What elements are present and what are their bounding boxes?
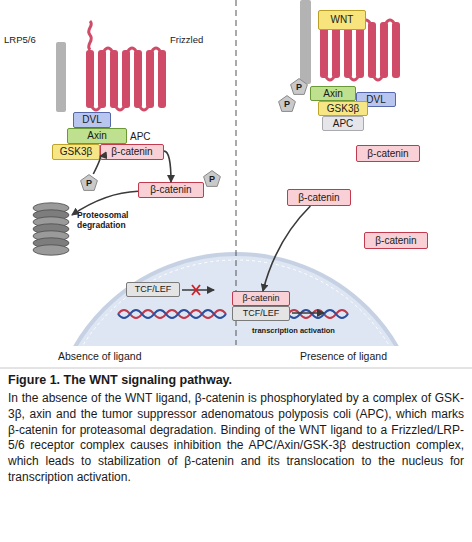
wnt-ligand: WNT <box>318 10 366 30</box>
panel-label: Absence of ligand <box>58 350 141 362</box>
tcf-lef-box: TCF/LEF <box>126 282 180 297</box>
frizzled-loops <box>89 21 160 110</box>
arrow-connector <box>72 191 138 215</box>
figure-title: Figure 1. The WNT signaling pathway. <box>8 373 464 387</box>
node-label: WNT <box>331 15 354 25</box>
gsk3b-protein: GSK3β <box>52 144 100 160</box>
beta-catenin-box: β-catenin <box>287 189 351 206</box>
panel-label: Presence of ligand <box>300 350 387 362</box>
frizzled-receptor <box>86 50 166 108</box>
beta-catenin-box: β-catenin <box>232 291 290 306</box>
node-label: GSK3β <box>60 147 92 157</box>
arrow-connector <box>263 206 311 291</box>
node-label: β-catenin <box>367 149 408 159</box>
node-label: β-catenin <box>150 185 191 195</box>
phosphate-pentagon: P <box>278 95 296 112</box>
node-label: P <box>296 83 302 92</box>
node-label: β-catenin <box>375 236 416 246</box>
node-label: TCF/LEF <box>243 309 280 318</box>
node-label: APC <box>333 119 354 129</box>
phosphate-pentagon: P <box>80 174 98 191</box>
node-label: DVL <box>366 95 385 105</box>
beta-catenin-box: β-catenin <box>138 182 204 198</box>
phosphate-pentagon: P <box>203 170 221 187</box>
gsk3b-protein: GSK3β <box>318 101 368 116</box>
node-label: Axin <box>87 131 106 141</box>
proteasome: Proteosomal degradation <box>30 202 72 256</box>
beta-catenin-box: β-catenin <box>100 144 164 160</box>
block-mark <box>192 285 200 295</box>
node-label: P <box>86 179 92 188</box>
apc-protein: APC <box>322 116 364 131</box>
phosphate-pentagon: P <box>290 78 308 95</box>
protein-label: APC <box>130 131 151 142</box>
node-label: P <box>209 175 215 184</box>
node-label: P <box>284 100 290 109</box>
node-label: DVL <box>82 115 101 125</box>
frizzled-receptor <box>320 22 400 78</box>
process-label: transcription activation <box>252 326 335 335</box>
node-label: Axin <box>323 89 342 99</box>
node-label: β-catenin <box>111 147 152 157</box>
beta-catenin-box: β-catenin <box>364 232 428 249</box>
separator-line <box>0 368 472 369</box>
node-label: β-catenin <box>242 294 279 303</box>
arrow-connector <box>93 156 100 174</box>
receptor-label: LRP5/6 <box>4 34 36 45</box>
node-label: β-catenin <box>298 193 339 203</box>
axin-protein: Axin <box>67 128 127 144</box>
arrow-connector <box>164 151 171 182</box>
receptor-label: Frizzled <box>170 34 203 45</box>
dvl-protein: DVL <box>73 112 111 128</box>
lrp-receptor <box>56 42 66 112</box>
beta-catenin-box: β-catenin <box>356 145 420 162</box>
axin-protein: Axin <box>310 86 356 101</box>
node-label: GSK3β <box>327 104 359 114</box>
tcf-lef-box: TCF/LEF <box>232 306 290 321</box>
lrp-receptor <box>300 0 311 84</box>
proteasome-label: Proteosomal degradation <box>77 210 139 230</box>
node-label: TCF/LEF <box>135 285 172 294</box>
transcription-arrow <box>292 312 324 314</box>
blocked-transcription-arrow <box>182 289 214 291</box>
figure-caption: In the absence of the WNT ligand, β-cate… <box>8 391 464 486</box>
